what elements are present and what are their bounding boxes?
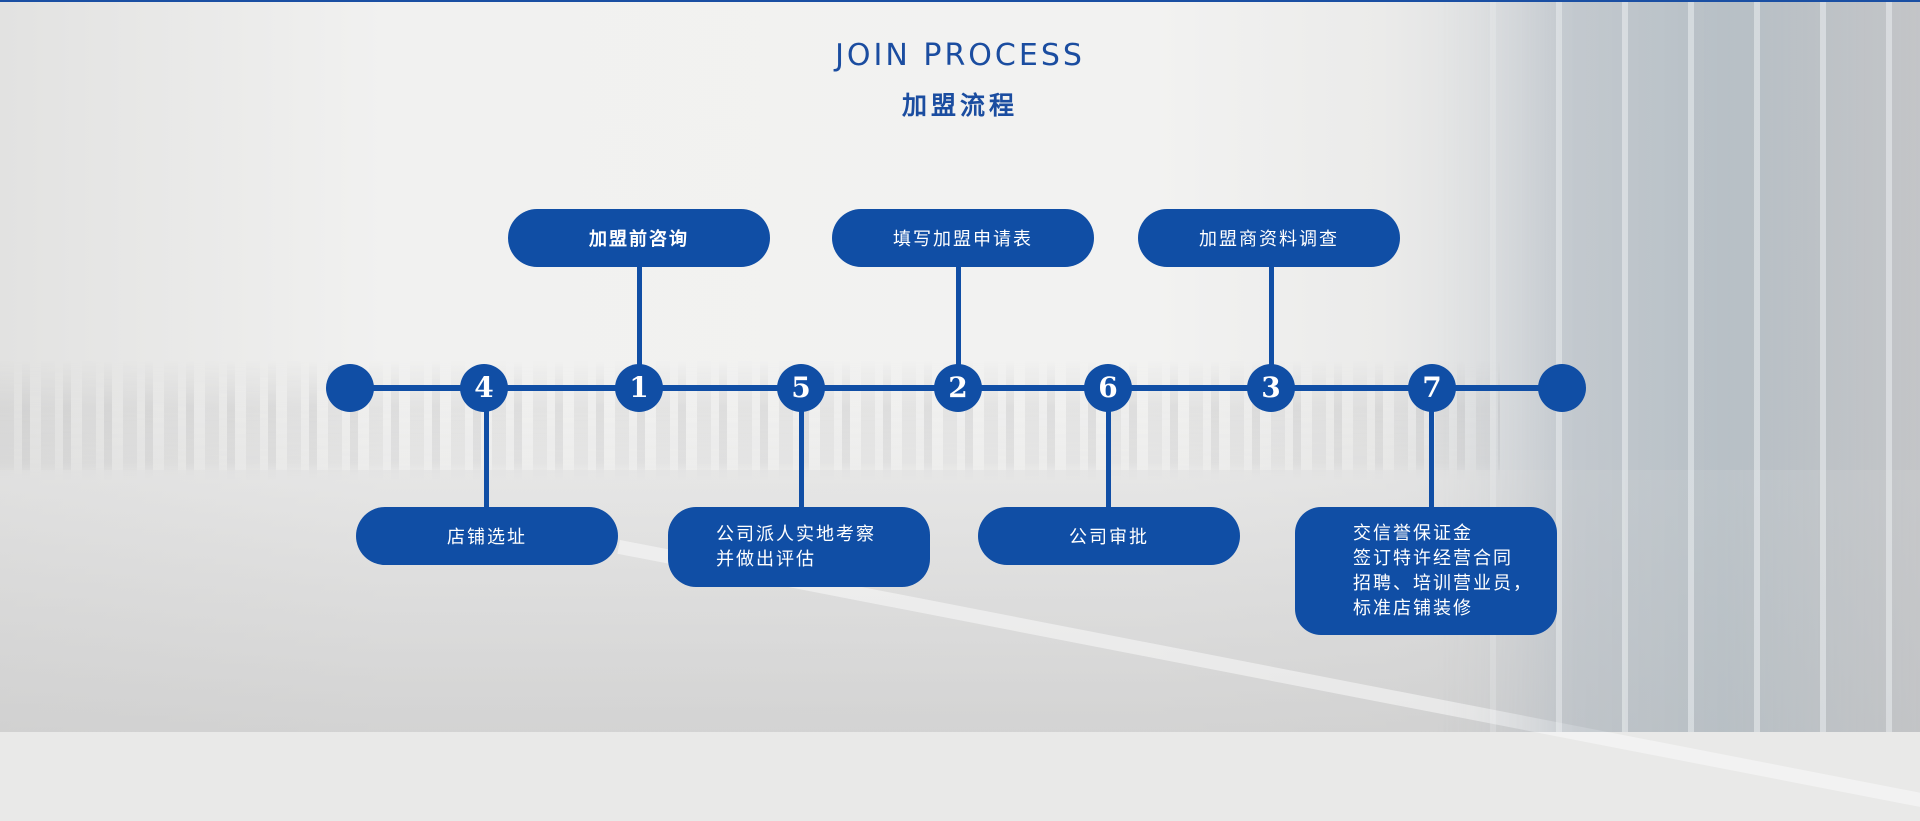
- step-box-2: 填写加盟申请表: [832, 209, 1094, 267]
- page-title-cn: 加盟流程: [901, 91, 1018, 120]
- connector-step-1: [637, 265, 642, 375]
- top-border: [0, 0, 1920, 2]
- step-box-5: 公司派人实地考察 并做出评估: [668, 507, 930, 587]
- timeline-end-dot: [1538, 364, 1586, 412]
- step-node-2: 2: [934, 364, 982, 412]
- connector-step-6: [1106, 400, 1111, 510]
- connector-step-2: [956, 265, 961, 375]
- step-node-3: 3: [1247, 364, 1295, 412]
- step-node-5: 5: [777, 364, 825, 412]
- connector-step-5: [799, 400, 804, 510]
- page-title-en: JOIN PROCESS: [835, 38, 1085, 73]
- step-node-6: 6: [1084, 364, 1132, 412]
- step-node-7: 7: [1408, 364, 1456, 412]
- connector-step-3: [1269, 265, 1274, 375]
- step-box-1: 加盟前咨询: [508, 209, 770, 267]
- connector-step-4: [484, 400, 489, 510]
- step-node-4: 4: [460, 364, 508, 412]
- timeline-start-dot: [326, 364, 374, 412]
- connector-step-7: [1429, 400, 1434, 510]
- step-box-6: 公司审批: [978, 507, 1240, 565]
- step-box-3: 加盟商资料调查: [1138, 209, 1400, 267]
- step-box-4: 店铺选址: [356, 507, 618, 565]
- step-box-7: 交信誉保证金 签订特许经营合同 招聘、培训营业员， 标准店铺装修: [1295, 507, 1557, 635]
- step-node-1: 1: [615, 364, 663, 412]
